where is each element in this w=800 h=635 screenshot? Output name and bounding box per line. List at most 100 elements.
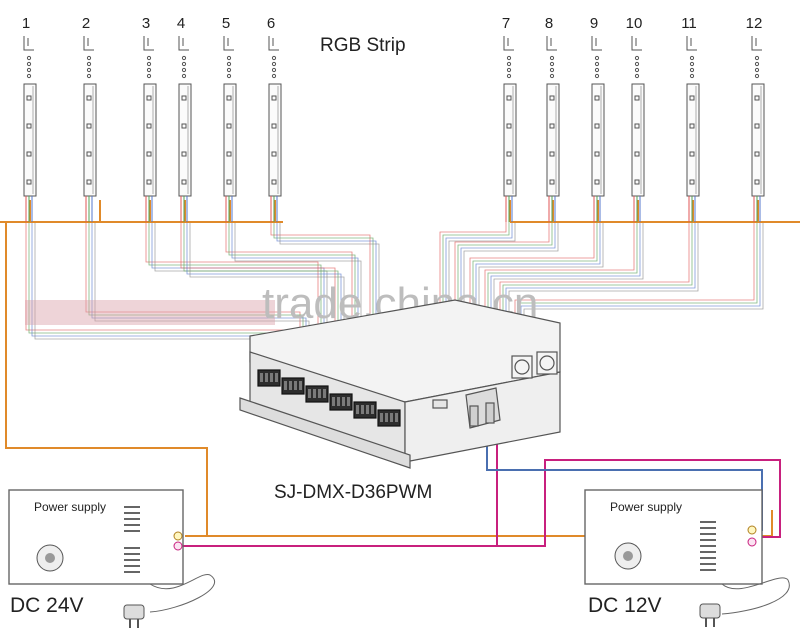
continuation-dot <box>634 55 640 61</box>
fan-hub <box>45 553 55 563</box>
led-chip <box>86 95 92 101</box>
strip-end-cap <box>686 36 697 51</box>
continuation-dot <box>594 67 600 73</box>
signal-wire <box>228 222 356 372</box>
terminal-block <box>377 409 401 427</box>
led-chip <box>549 95 555 101</box>
continuation-dot <box>181 73 187 79</box>
continuation-dot <box>271 67 277 73</box>
continuation-dot <box>146 61 152 67</box>
led-chip <box>754 151 760 157</box>
led-chip <box>146 151 152 157</box>
led-chip <box>506 151 512 157</box>
led-chip <box>271 151 277 157</box>
continuation-dot <box>86 67 92 73</box>
led-chip <box>271 179 277 185</box>
signal-wire <box>478 222 604 338</box>
led-chip <box>86 179 92 185</box>
signal-wire <box>25 222 286 372</box>
power-supply-24v: Power supply DC 24V <box>8 489 216 628</box>
continuation-dot <box>689 61 695 67</box>
led-chip <box>549 179 555 185</box>
led-chip <box>754 95 760 101</box>
continuation-dot <box>271 61 277 67</box>
strip-number: 3 <box>142 15 150 32</box>
fan-hub <box>623 551 633 561</box>
signal-wire <box>28 222 289 372</box>
signal-wire <box>445 222 513 338</box>
terminal-block <box>305 385 329 403</box>
strip-number: 6 <box>267 15 275 32</box>
strip-number: 2 <box>82 15 90 32</box>
continuation-dot <box>181 67 187 73</box>
continuation-dot <box>549 61 555 67</box>
led-chip <box>634 95 640 101</box>
strip-body <box>686 83 700 197</box>
continuation-dot <box>506 61 512 67</box>
strip-body <box>178 83 192 197</box>
led-chip <box>26 123 32 129</box>
continuation-dot <box>271 73 277 79</box>
signal-wire <box>145 222 319 372</box>
continuation-dot <box>146 73 152 79</box>
strip-number: 8 <box>545 15 553 32</box>
led-chip <box>689 179 695 185</box>
power-supply-12v: Power supply DC 12V <box>584 489 790 627</box>
led-chip <box>226 123 232 129</box>
led-chip <box>86 123 92 129</box>
led-chip <box>26 95 32 101</box>
continuation-dot <box>26 67 32 73</box>
terminal-block <box>281 377 305 395</box>
led-chip <box>86 151 92 157</box>
strip-body <box>83 83 97 197</box>
led-chip <box>226 151 232 157</box>
positive-terminal <box>747 525 757 535</box>
strip-end-cap <box>503 36 514 51</box>
signal-wire <box>460 222 556 338</box>
continuation-dot <box>754 61 760 67</box>
rgb-strip-12: 12 <box>746 15 765 222</box>
continuation-dot <box>754 55 760 61</box>
negative-wire <box>183 432 781 547</box>
rgb-strip-6: 6 <box>267 15 282 222</box>
strip-body <box>223 83 237 197</box>
led-chip <box>754 179 760 185</box>
led-chip <box>754 123 760 129</box>
signal-wire <box>487 222 638 338</box>
strip-body <box>23 83 37 197</box>
continuation-dot <box>86 73 92 79</box>
led-chip <box>146 179 152 185</box>
led-chip <box>634 151 640 157</box>
signal-wire <box>517 222 758 338</box>
led-chip <box>594 123 600 129</box>
signal-wire <box>225 222 353 372</box>
signal-wire <box>231 222 359 372</box>
strip-end-cap <box>178 36 189 51</box>
continuation-dot <box>689 73 695 79</box>
strip-end-cap <box>591 36 602 51</box>
rgb-strip-9: 9 <box>590 15 605 222</box>
strip-end-cap <box>223 36 234 51</box>
psu-voltage: DC 12V <box>588 594 662 617</box>
rgb-strip-4: 4 <box>177 15 192 222</box>
signal-wire <box>279 222 380 372</box>
continuation-dot <box>754 73 760 79</box>
continuation-dot <box>634 67 640 73</box>
continuation-dot <box>634 61 640 67</box>
continuation-dot <box>594 73 600 79</box>
mains-plug-icon <box>123 604 145 628</box>
strip-end-cap <box>143 36 154 51</box>
continuation-dot <box>634 73 640 79</box>
led-chip <box>26 179 32 185</box>
strip-body <box>143 83 157 197</box>
led-chip <box>689 123 695 129</box>
led-chip <box>226 179 232 185</box>
strip-end-cap <box>23 36 34 51</box>
negative-terminal <box>173 541 183 551</box>
strip-number: 1 <box>22 15 30 32</box>
led-chip <box>506 123 512 129</box>
continuation-dot <box>271 55 277 61</box>
led-chip <box>634 123 640 129</box>
signal-wire <box>270 222 371 372</box>
rgb-strip-11: 11 <box>681 15 700 222</box>
